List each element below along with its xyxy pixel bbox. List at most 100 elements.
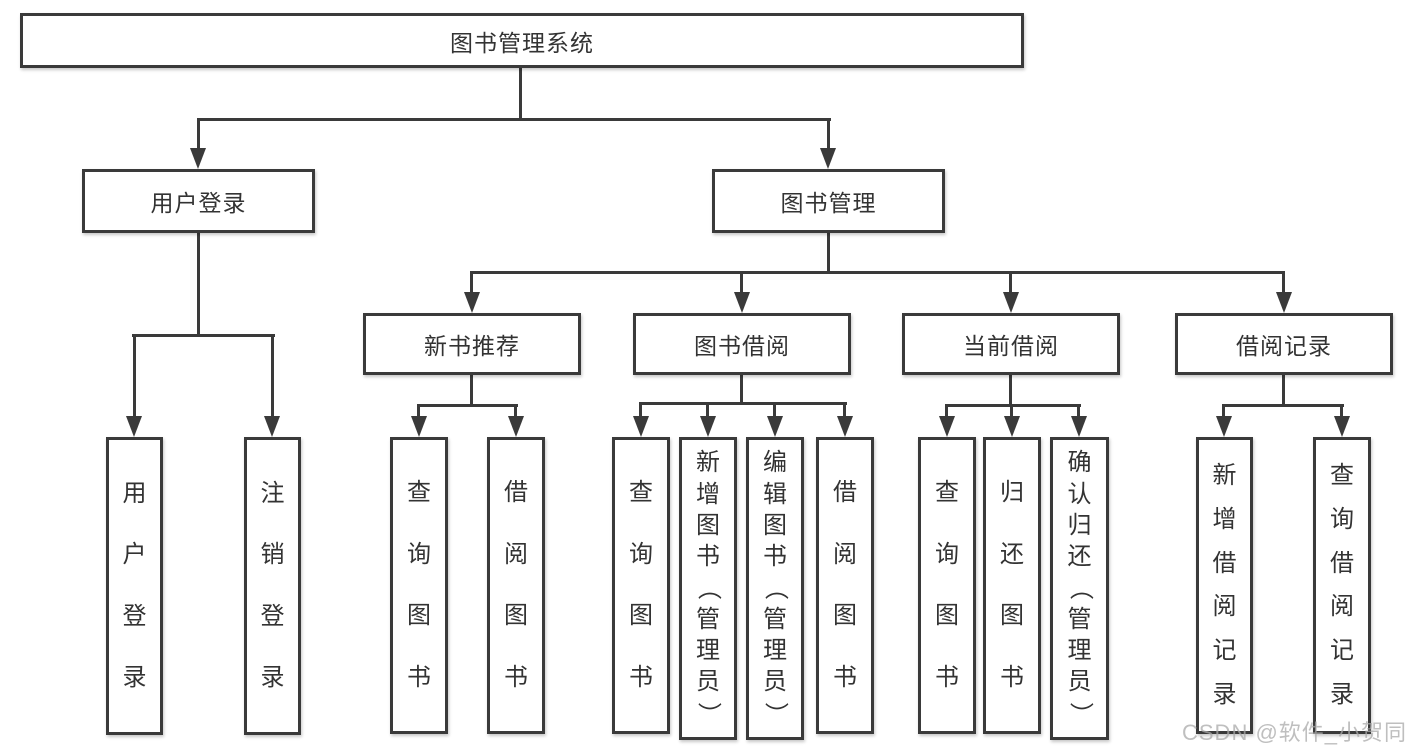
vertical-label-char: 户: [122, 541, 147, 569]
vertical-label-char: 查: [629, 479, 653, 507]
connector-level2-split: [471, 271, 1285, 274]
vertical-label-char: 查: [1330, 461, 1354, 489]
connector-arrow-stem: [1010, 404, 1013, 418]
node-query-books-current: 查询图书: [918, 437, 976, 734]
vertical-label-char: 图: [407, 602, 431, 630]
vertical-label-char: 查: [935, 479, 959, 507]
vertical-label-char: 图: [696, 511, 720, 539]
vertical-label-char: 录: [122, 664, 147, 692]
vertical-label-char: 书: [833, 663, 857, 691]
connector-arrow-stem: [1222, 404, 1225, 418]
connector-arrow-stem: [514, 404, 517, 418]
vertical-label-char: 借: [1212, 549, 1237, 577]
vertical-label-char: 新: [1212, 461, 1237, 489]
connector-book-borrow-stem: [740, 375, 743, 404]
vertical-label-char: 理: [696, 637, 720, 665]
node-edit-book-admin: 编辑图书（管理员）: [746, 437, 804, 740]
vertical-label-char: 录: [260, 664, 285, 692]
vertical-label-char: 管: [1067, 605, 1092, 633]
connector-arrow-stem: [1282, 271, 1285, 297]
arrowhead-down: [508, 416, 524, 437]
node-add-borrow-record: 新增借阅记录: [1196, 437, 1253, 734]
node-borrow-books-recommend: 借阅图书: [487, 437, 545, 734]
watermark: CSDN @软件_小贺同学: [1182, 720, 1405, 745]
vertical-label-char: 记: [1330, 637, 1354, 665]
connector-arrow-stem: [470, 271, 473, 297]
arrowhead-down: [264, 416, 280, 437]
vertical-label-char: 阅: [1212, 593, 1237, 621]
vertical-label-char: 阅: [504, 540, 528, 568]
arrowhead-down: [126, 416, 142, 437]
vertical-label-char: 图: [504, 602, 528, 630]
vertical-label-char: 借: [1330, 549, 1354, 577]
vertical-label-char: 员: [1067, 668, 1092, 696]
node-new-book-recommend: 新书推荐: [363, 313, 581, 375]
node-borrow-books-borrowing: 借阅图书: [816, 437, 874, 734]
node-add-book-admin: 新增图书（管理员）: [679, 437, 737, 740]
vertical-label-char: 借: [833, 479, 857, 507]
connector-new-book-stem: [470, 375, 473, 406]
vertical-label-char: 询: [935, 540, 959, 568]
node-borrow-records: 借阅记录: [1175, 313, 1393, 375]
node-user-login-action: 用户登录: [106, 437, 163, 735]
arrowhead-down: [633, 416, 649, 437]
vertical-label-char: 借: [504, 479, 528, 507]
vertical-label-char: 登: [122, 602, 147, 630]
vertical-label-char: 图: [629, 602, 653, 630]
vertical-label-char: 阅: [833, 540, 857, 568]
arrowhead-down: [1276, 292, 1292, 313]
vertical-label-char: （: [762, 576, 789, 601]
connector-new-book-split: [417, 404, 518, 407]
node-logout-action: 注销登录: [244, 437, 301, 735]
connector-arrow-stem: [843, 402, 846, 418]
node-current-borrowing: 当前借阅: [902, 313, 1120, 375]
connector-book-borrow-split: [639, 402, 847, 405]
vertical-label-char: ）: [762, 701, 789, 726]
connector-book-mgmt-stem: [827, 233, 830, 273]
node-book-management: 图书管理: [712, 169, 945, 233]
arrowhead-down: [700, 416, 716, 437]
vertical-label-char: 记: [1212, 637, 1237, 665]
node-user-login: 用户登录: [82, 169, 315, 233]
vertical-label-char: （: [1066, 576, 1094, 601]
connector-arrow-stem: [417, 404, 420, 418]
arrowhead-down: [1334, 416, 1350, 437]
arrowhead-down: [190, 148, 206, 169]
vertical-label-char: 阅: [1330, 593, 1354, 621]
connector-arrow-stem: [1009, 271, 1012, 297]
vertical-label-char: 注: [260, 479, 285, 507]
arrowhead-down: [837, 416, 853, 437]
arrowhead-down: [411, 416, 427, 437]
vertical-label-char: 还: [1000, 540, 1024, 568]
vertical-label-char: 录: [1212, 681, 1237, 709]
vertical-label-char: （: [695, 576, 722, 601]
vertical-label-char: 登: [260, 602, 285, 630]
vertical-label-char: 增: [1212, 505, 1237, 533]
vertical-label-char: 图: [935, 602, 959, 630]
arrowhead-down: [1216, 416, 1232, 437]
vertical-label-char: 增: [696, 480, 720, 508]
vertical-label-char: 询: [1330, 505, 1354, 533]
node-query-borrow-record: 查询借阅记录: [1313, 437, 1371, 734]
vertical-label-char: 书: [935, 663, 959, 691]
vertical-label-char: 销: [260, 541, 285, 569]
connector-arrow-stem: [740, 271, 743, 297]
vertical-label-char: 还: [1067, 543, 1092, 571]
connector-borrow-records-stem: [1282, 375, 1285, 406]
connector-current-borrow-split: [945, 404, 1081, 407]
connector-arrow-stem: [133, 334, 136, 418]
vertical-label-char: 书: [1000, 663, 1024, 691]
vertical-label-char: 确: [1067, 449, 1092, 477]
vertical-label-char: 图: [833, 602, 857, 630]
vertical-label-char: 书: [763, 543, 787, 571]
arrowhead-down: [734, 292, 750, 313]
vertical-label-char: 询: [407, 540, 431, 568]
node-query-books-recommend: 查询图书: [390, 437, 448, 734]
vertical-label-char: 管: [696, 605, 720, 633]
connector-arrow-stem: [945, 404, 948, 418]
connector-user-login-split: [132, 334, 275, 337]
connector-level1-split: [197, 118, 831, 121]
vertical-label-char: 查: [407, 479, 431, 507]
vertical-label-char: 认: [1067, 480, 1092, 508]
vertical-label-char: ）: [1066, 701, 1094, 726]
